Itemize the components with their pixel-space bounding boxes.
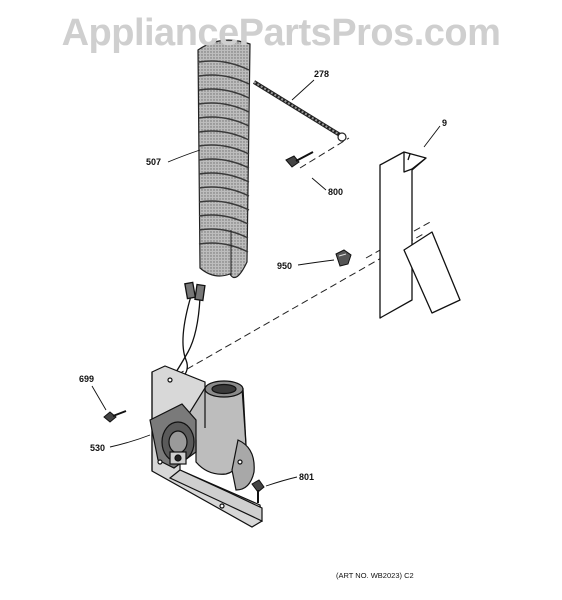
cable-tie[interactable] (252, 80, 347, 142)
screw-801[interactable] (251, 479, 265, 503)
blower-assembly[interactable] (149, 365, 263, 528)
art-number-note: (ART NO. WB2023) C2 (336, 571, 414, 580)
screw-699[interactable] (103, 410, 127, 423)
callout-278: 278 (314, 69, 330, 79)
flexible-duct-hose[interactable] (197, 39, 251, 279)
screw-800[interactable] (285, 151, 314, 168)
bracket-9[interactable] (379, 151, 461, 319)
callout-699: 699 (79, 374, 95, 384)
callout-801: 801 (299, 472, 315, 482)
wire-harness[interactable] (175, 281, 206, 379)
callout-950: 950 (277, 261, 293, 271)
callout-9: 9 (442, 118, 448, 128)
watermark-text: AppliancePartsPros.com (61, 12, 501, 54)
clip-950[interactable] (335, 249, 352, 267)
callout-507: 507 (146, 157, 162, 167)
callout-800: 800 (328, 187, 344, 197)
callout-leaders (91, 79, 441, 487)
callout-530: 530 (90, 443, 106, 453)
